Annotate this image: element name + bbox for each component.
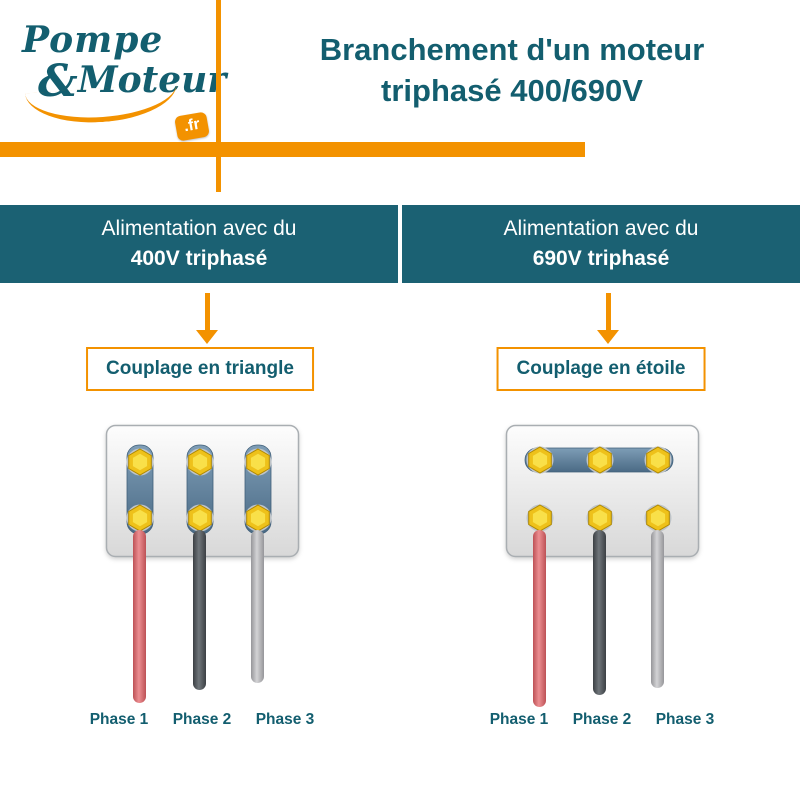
- bolt-icon: [244, 448, 272, 476]
- wire-phase1: [533, 530, 546, 707]
- wire-phase2: [193, 530, 206, 690]
- supply-header-400v-line1: Alimentation avec du: [101, 216, 297, 240]
- phase-label: Phase 2: [572, 711, 632, 728]
- logo-text-moteur-row: &Moteur: [38, 56, 227, 107]
- bolt-icon: [644, 504, 672, 532]
- terminal-block-star-illustration: [505, 424, 700, 558]
- terminal-block-delta-illustration: [105, 424, 300, 558]
- bolt-icon: [186, 448, 214, 476]
- phase-label: Phase 3: [255, 711, 315, 728]
- down-arrow-icon: [597, 293, 619, 345]
- wire-phase1: [133, 530, 146, 703]
- page-title-line2: triphasé 400/690V: [381, 72, 643, 108]
- bolt-icon: [244, 504, 272, 532]
- wire-phase3: [651, 530, 664, 688]
- bolt-icon: [644, 446, 672, 474]
- phase-label: Phase 3: [655, 711, 715, 728]
- supply-header-690v-line2: 690V triphasé: [532, 247, 670, 270]
- logo-fr-badge: .fr: [174, 111, 210, 142]
- logo: Pompe &Moteur .fr: [22, 19, 227, 142]
- wire-phase2: [593, 530, 606, 695]
- supply-header-400v-line2: 400V triphasé: [130, 247, 268, 270]
- phase-label: Phase 2: [172, 711, 232, 728]
- bolt-icon: [526, 446, 554, 474]
- page-title: Branchement d'un moteur triphasé 400/690…: [232, 30, 792, 112]
- header-vertical-divider: [216, 0, 221, 192]
- bolt-icon: [586, 446, 614, 474]
- bolt-icon: [586, 504, 614, 532]
- coupling-label-triangle: Couplage en triangle: [86, 347, 314, 391]
- page-title-line1: Branchement d'un moteur: [319, 32, 705, 67]
- bolt-icon: [126, 504, 154, 532]
- wire-phase3: [251, 530, 264, 683]
- logo-text-pompe: Pompe: [22, 19, 164, 61]
- bolt-icon: [526, 504, 554, 532]
- coupling-label-etoile: Couplage en étoile: [496, 347, 706, 391]
- supply-header-690v-line1: Alimentation avec du: [503, 216, 699, 240]
- bolt-icon: [126, 448, 154, 476]
- supply-header-400v: Alimentation avec du 400V triphasé: [0, 205, 398, 283]
- phase-label: Phase 1: [489, 711, 549, 728]
- phase-label: Phase 1: [89, 711, 149, 728]
- down-arrow-icon: [196, 293, 218, 345]
- orange-accent-bar: [0, 142, 585, 157]
- supply-header-690v: Alimentation avec du 690V triphasé: [402, 205, 800, 283]
- bolt-icon: [186, 504, 214, 532]
- logo-ampersand: &: [38, 56, 78, 107]
